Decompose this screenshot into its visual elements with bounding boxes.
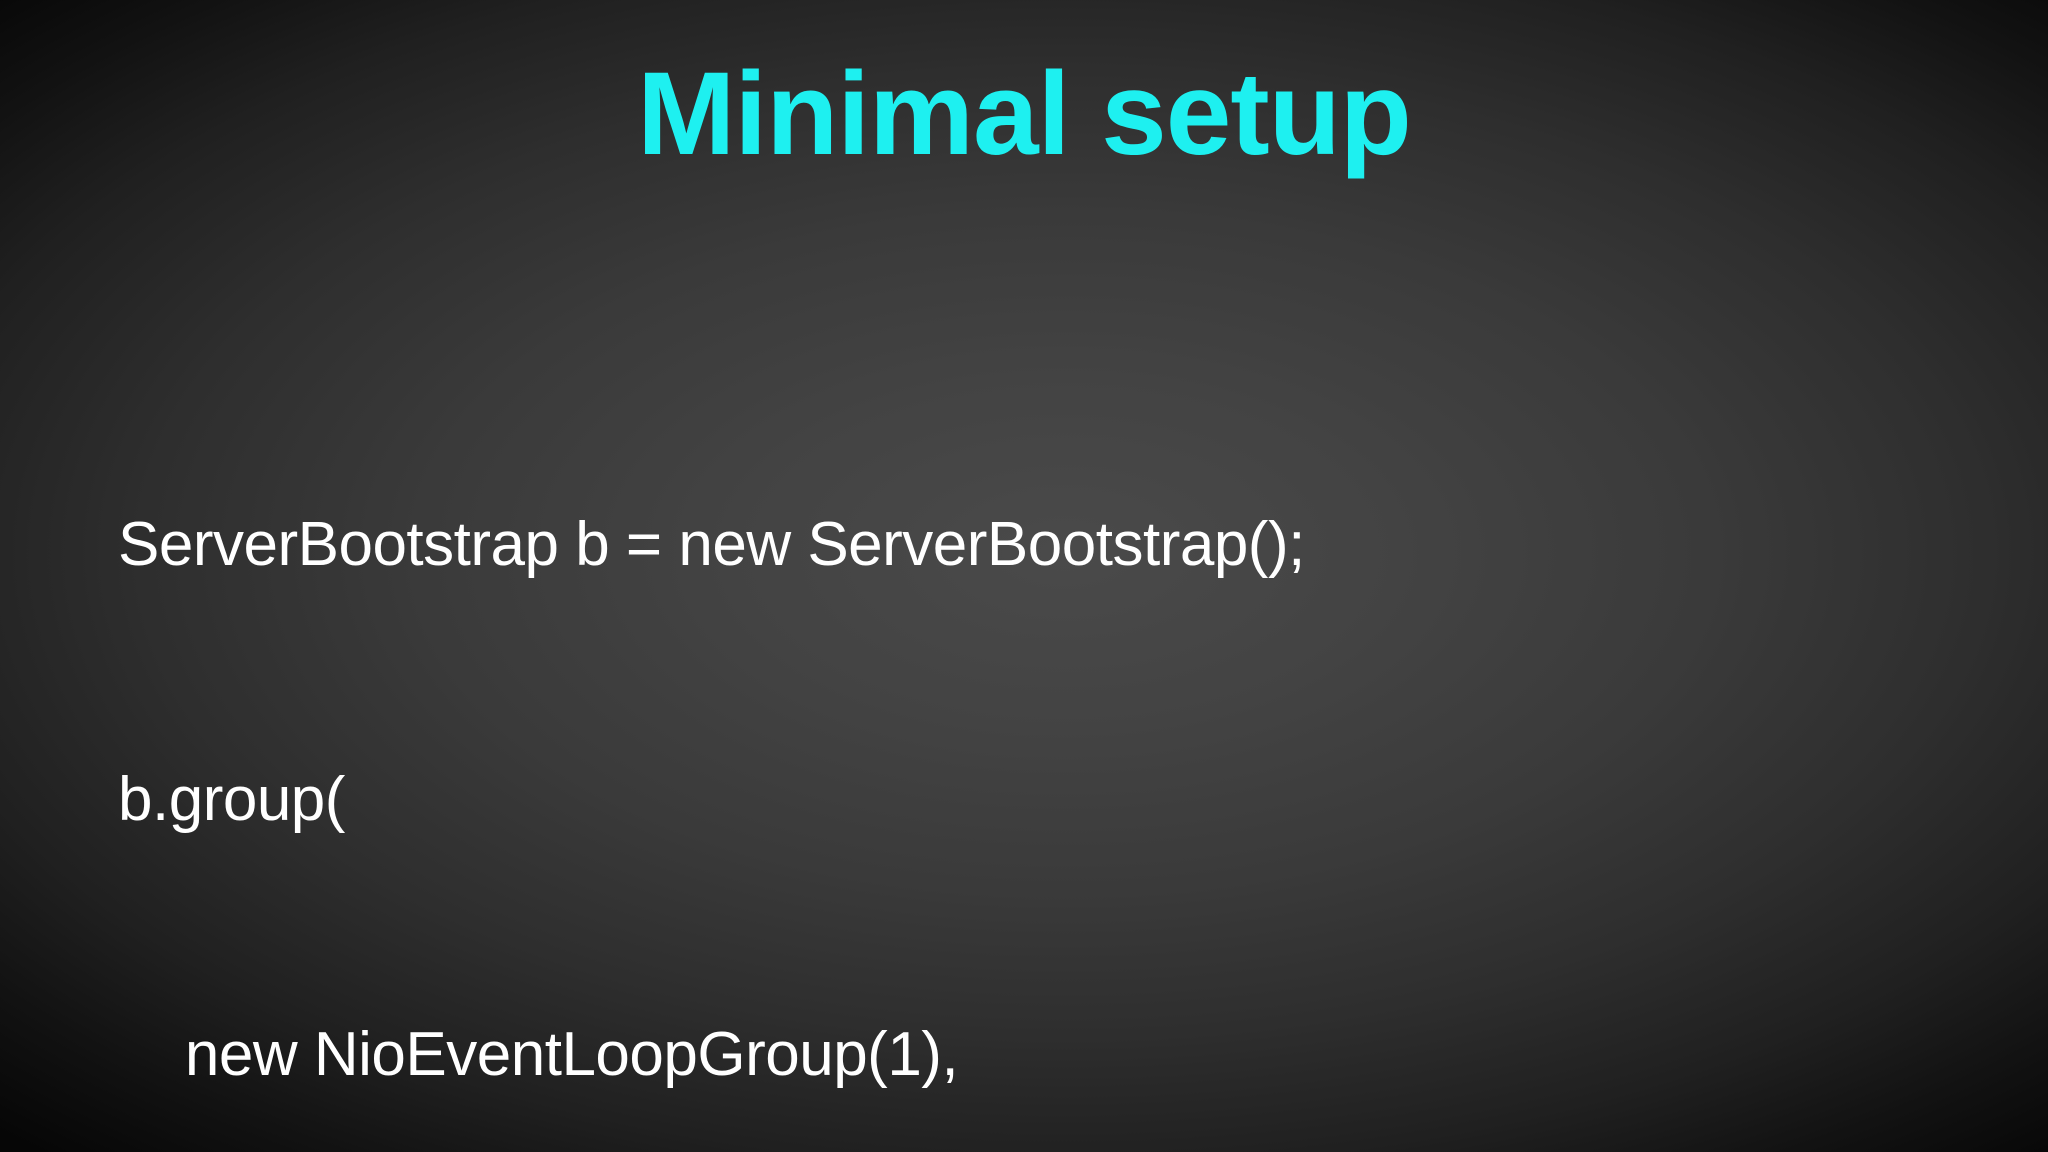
code-block: ServerBootstrap b = new ServerBootstrap(…	[118, 332, 1988, 1152]
code-line: ServerBootstrap b = new ServerBootstrap(…	[118, 510, 1305, 579]
code-line: new NioEventLoopGroup(1),	[118, 1020, 959, 1089]
page-title: Minimal setup	[637, 48, 1412, 180]
code-line: b.group(	[118, 765, 345, 834]
